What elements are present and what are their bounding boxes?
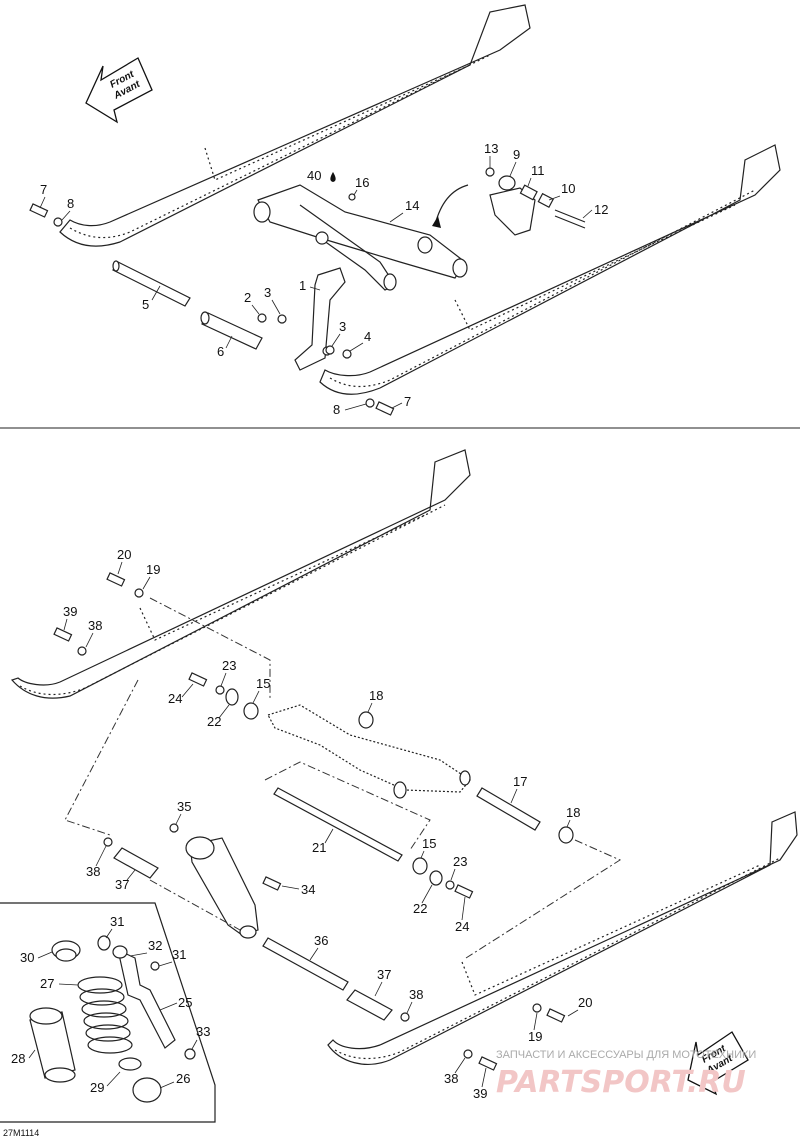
left-rail-lower: [10, 449, 471, 699]
callout-34: 34: [301, 882, 315, 897]
callout-8b: 8: [333, 402, 340, 417]
callout-39b: 39: [473, 1086, 487, 1101]
callout-10: 10: [561, 181, 575, 196]
callout-22: 22: [207, 714, 221, 729]
callout-20: 20: [117, 547, 131, 562]
spring-27: [77, 976, 133, 1054]
callout-24b: 24: [455, 919, 469, 934]
watermark: ЗАПЧАСТИ И АКСЕССУАРЫ ДЛЯ МОТОТЕХНИКИ PA…: [496, 1049, 756, 1100]
rear-arm: [267, 704, 471, 799]
callout-5: 5: [142, 297, 149, 312]
callout-1: 1: [299, 278, 306, 293]
callout-18b: 18: [566, 805, 580, 820]
shock-absorber: [185, 836, 259, 939]
spacer-37: [113, 847, 393, 1021]
upper-callouts: 7 8 5 6 2 3 1 3 4 8 7 40 16 14 13 9 11 1…: [39, 141, 608, 417]
callout-7: 7: [40, 182, 47, 197]
callout-37: 37: [115, 877, 129, 892]
callout-31: 31: [110, 914, 124, 929]
front-direction-arrow: Front Avant: [85, 57, 153, 124]
assembly-guides: [64, 597, 622, 959]
callout-29: 29: [90, 1080, 104, 1095]
callout-35: 35: [177, 799, 191, 814]
bracket-assembly: [432, 167, 586, 236]
callout-2: 2: [244, 290, 251, 305]
front-arm: [253, 184, 468, 291]
callout-18: 18: [369, 688, 383, 703]
callout-6: 6: [217, 344, 224, 359]
callout-22b: 22: [413, 901, 427, 916]
callout-28: 28: [11, 1051, 25, 1066]
callout-27: 27: [40, 976, 54, 991]
callout-38: 38: [88, 618, 102, 633]
callout-24: 24: [168, 691, 182, 706]
callout-38d: 38: [444, 1071, 458, 1086]
shaft-5: [112, 260, 191, 307]
callout-21: 21: [312, 840, 326, 855]
callout-9: 9: [513, 147, 520, 162]
callout-17: 17: [513, 774, 527, 789]
callout-15b: 15: [422, 836, 436, 851]
callout-16: 16: [355, 175, 369, 190]
callout-19: 19: [146, 562, 160, 577]
callout-26: 26: [176, 1071, 190, 1086]
watermark-tagline: ЗАПЧАСТИ И АКСЕССУАРЫ ДЛЯ МОТОТЕХНИКИ: [496, 1049, 756, 1061]
hardware-lower: [53, 572, 574, 1071]
callout-37b: 37: [377, 967, 391, 982]
callout-8: 8: [67, 196, 74, 211]
callout-3: 3: [264, 285, 271, 300]
callout-14: 14: [405, 198, 419, 213]
callout-33: 33: [196, 1024, 210, 1039]
callout-31b: 31: [172, 947, 186, 962]
callout-23b: 23: [453, 854, 467, 869]
callout-40: 40: [307, 168, 321, 183]
left-rail-upper: [59, 4, 531, 247]
callout-25: 25: [178, 995, 192, 1010]
callout-19b: 19: [528, 1029, 542, 1044]
callout-32: 32: [148, 938, 162, 953]
callout-39: 39: [63, 604, 77, 619]
shaft-17: [476, 787, 541, 831]
callout-20b: 20: [578, 995, 592, 1010]
diagram-code: 27M1114: [3, 1128, 39, 1138]
spacer-6: [200, 311, 263, 350]
callout-4: 4: [364, 329, 371, 344]
callout-30: 30: [20, 950, 34, 965]
shock-detail-box: [0, 902, 216, 1123]
right-rail-lower: [327, 811, 798, 1065]
callout-38c: 38: [409, 987, 423, 1002]
shaft-36: [262, 937, 349, 991]
callout-15: 15: [256, 676, 270, 691]
callout-11: 11: [531, 163, 545, 178]
callout-23: 23: [222, 658, 236, 673]
callout-38b: 38: [86, 864, 100, 879]
callout-13: 13: [484, 141, 498, 156]
shaft-21: [273, 787, 403, 862]
callout-3b: 3: [339, 319, 346, 334]
callout-36: 36: [314, 933, 328, 948]
watermark-logo: PARTSPORT.RU: [496, 1065, 746, 1100]
lower-callouts: 20 19 39 38 24 23 22 15 18 17 18 21 15 2…: [11, 547, 592, 1101]
right-rail-upper: [319, 144, 781, 395]
callout-12: 12: [594, 202, 608, 217]
callout-7b: 7: [404, 394, 411, 409]
